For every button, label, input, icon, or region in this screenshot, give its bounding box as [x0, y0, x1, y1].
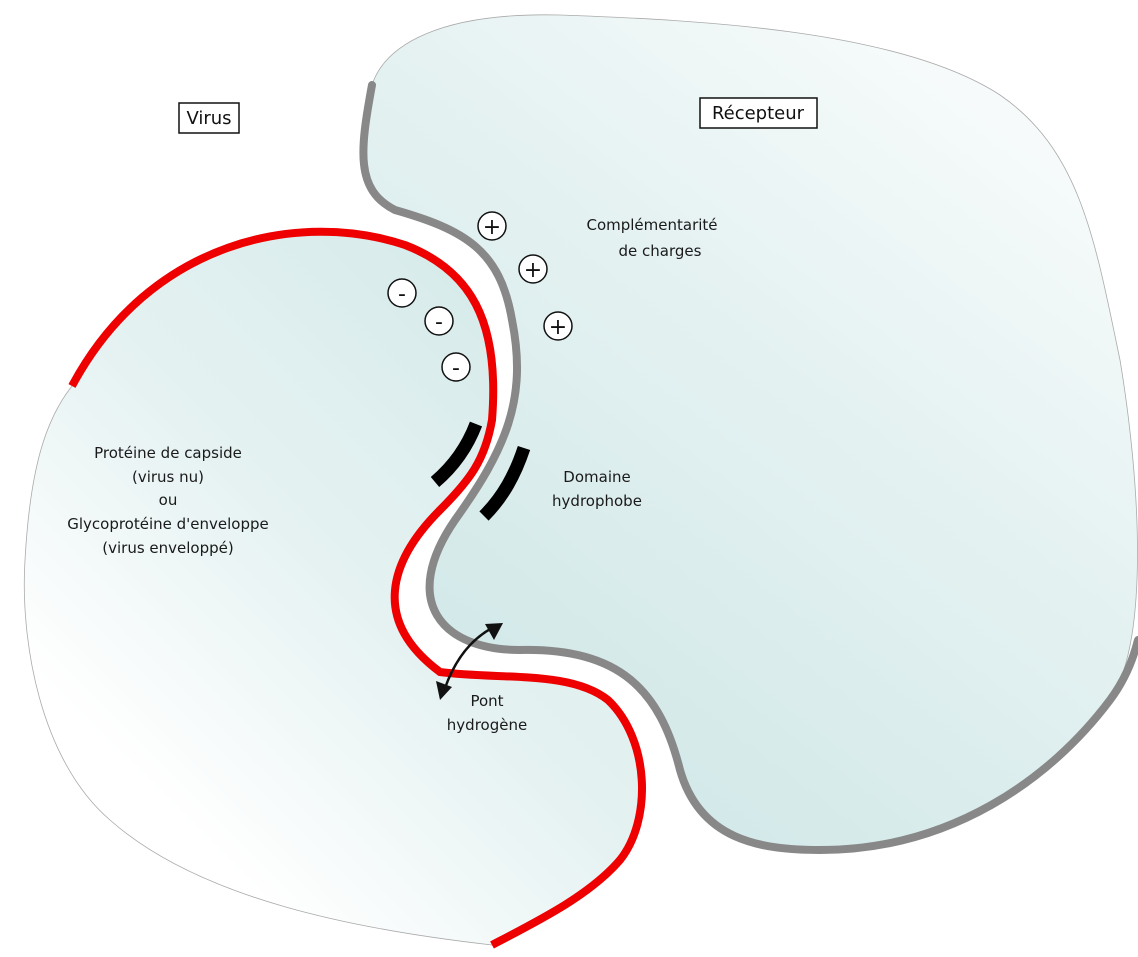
minus-sign: -: [435, 310, 443, 335]
hydrophobic-domain-receptor: [479, 445, 531, 521]
charge-complementarity-label: Complémentarité de charges: [586, 216, 717, 260]
positive-charge-3: +: [543, 311, 573, 341]
negative-charge-2: -: [424, 306, 454, 336]
virus-label-box: [178, 102, 240, 134]
receptor-label-box: [699, 97, 818, 129]
charge-label-line-1: Complémentarité: [586, 216, 717, 234]
hydrophobic-domain-virus: [430, 421, 483, 487]
protein-label-line-4: Glycoprotéine d'enveloppe: [67, 515, 269, 533]
arrowhead-down-icon: [436, 681, 452, 700]
minus-sign: -: [398, 282, 406, 307]
virus-label: Virus: [186, 108, 231, 129]
protein-label-line-2: (virus nu): [132, 468, 204, 486]
positive-charge-2: +: [518, 254, 548, 284]
hydrogen-bridge-arrow: [443, 626, 493, 689]
charge-label-line-2: de charges: [619, 242, 702, 260]
hydro-label-line-1: Domaine: [563, 468, 630, 486]
plus-sign: +: [483, 215, 501, 240]
receptor-membrane: [359, 81, 1138, 855]
hydro-label-line-2: hydrophobe: [552, 492, 642, 510]
plus-sign: +: [549, 315, 567, 340]
protein-label-line-3: ou: [159, 491, 178, 509]
hydrogen-bridge-label: Pont hydrogène: [447, 692, 527, 734]
protein-label-line-5: (virus enveloppé): [102, 539, 233, 557]
virus-membrane: [68, 227, 646, 949]
bridge-label-line-1: Pont: [470, 692, 503, 710]
plus-sign: +: [524, 258, 542, 283]
minus-sign: -: [452, 356, 460, 381]
hydrophobic-domain-label: Domaine hydrophobe: [552, 468, 642, 510]
protein-label-line-1: Protéine de capside: [94, 444, 242, 462]
protein-label: Protéine de capside (virus nu) ou Glycop…: [67, 444, 269, 557]
arrowhead-up-icon: [485, 623, 503, 640]
receptor-label: Récepteur: [712, 103, 805, 124]
positive-charge-1: +: [477, 211, 507, 241]
bridge-label-line-2: hydrogène: [447, 716, 527, 734]
negative-charge-1: -: [387, 278, 417, 308]
negative-charge-3: -: [441, 352, 471, 382]
